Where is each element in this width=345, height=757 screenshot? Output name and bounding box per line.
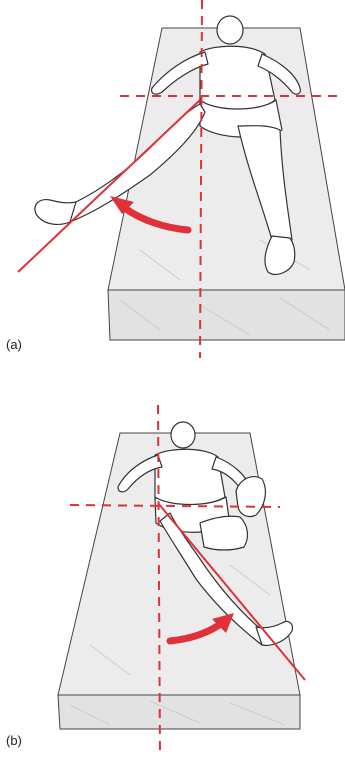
- right-foot: [265, 236, 295, 274]
- table-block-front: [58, 695, 300, 729]
- head: [171, 422, 195, 448]
- torso: [155, 449, 225, 505]
- panel-label-b: (b): [6, 733, 22, 748]
- panel-b-illustration: [0, 375, 345, 757]
- left-foot: [35, 200, 76, 225]
- table-block-front: [108, 290, 345, 340]
- panel-b: (b): [0, 375, 345, 757]
- panel-label-a: (a): [6, 337, 22, 352]
- panel-a-illustration: [0, 0, 345, 375]
- left-leg-flexed: [200, 516, 247, 550]
- panel-a: (a): [0, 0, 345, 375]
- head: [217, 16, 243, 44]
